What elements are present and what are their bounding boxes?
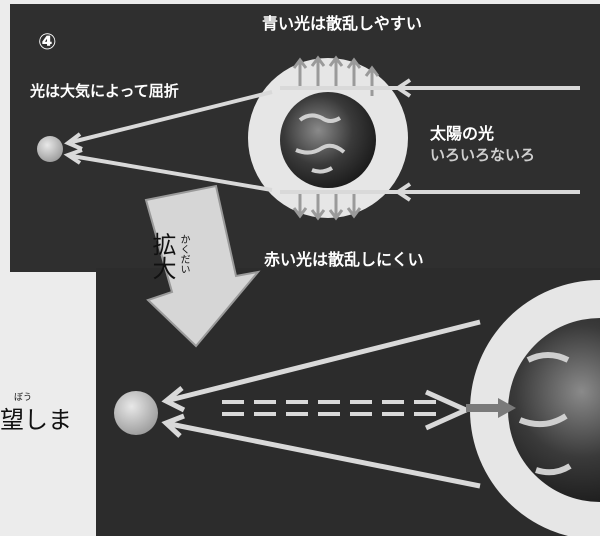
cropped-body-text: 望しま [0, 406, 72, 434]
earth-globe-large [508, 318, 600, 502]
sunlight-rays [280, 78, 580, 202]
moon-top [37, 136, 63, 162]
refracted-rays [63, 90, 273, 192]
red-light-label: 赤い光は散乱しにくい [264, 250, 424, 269]
zoom-furigana: かくだい [178, 234, 189, 274]
center-arrow [466, 398, 516, 418]
zoom-arrow [144, 184, 261, 348]
cropped-ruby: ぼう [14, 393, 33, 403]
step-number: ④ [38, 30, 57, 55]
moon-large [114, 391, 158, 435]
bottom-rays [161, 319, 481, 489]
blue-light-label: 青い光は散乱しやすい [262, 14, 422, 33]
sunlight-label: 太陽の光 [430, 124, 495, 143]
blue-scatter-arrows [292, 55, 380, 96]
refraction-label: 光は大気によって屈折 [30, 82, 179, 100]
dashed-beam [222, 400, 440, 416]
earth-globe [280, 92, 376, 188]
red-scatter-arrows [292, 190, 362, 221]
various-colors-label: いろいろないろ [430, 146, 536, 164]
earth-clouds [295, 113, 346, 174]
zoom-label: 拡大 [148, 232, 176, 280]
earth-clouds-large [518, 352, 572, 476]
